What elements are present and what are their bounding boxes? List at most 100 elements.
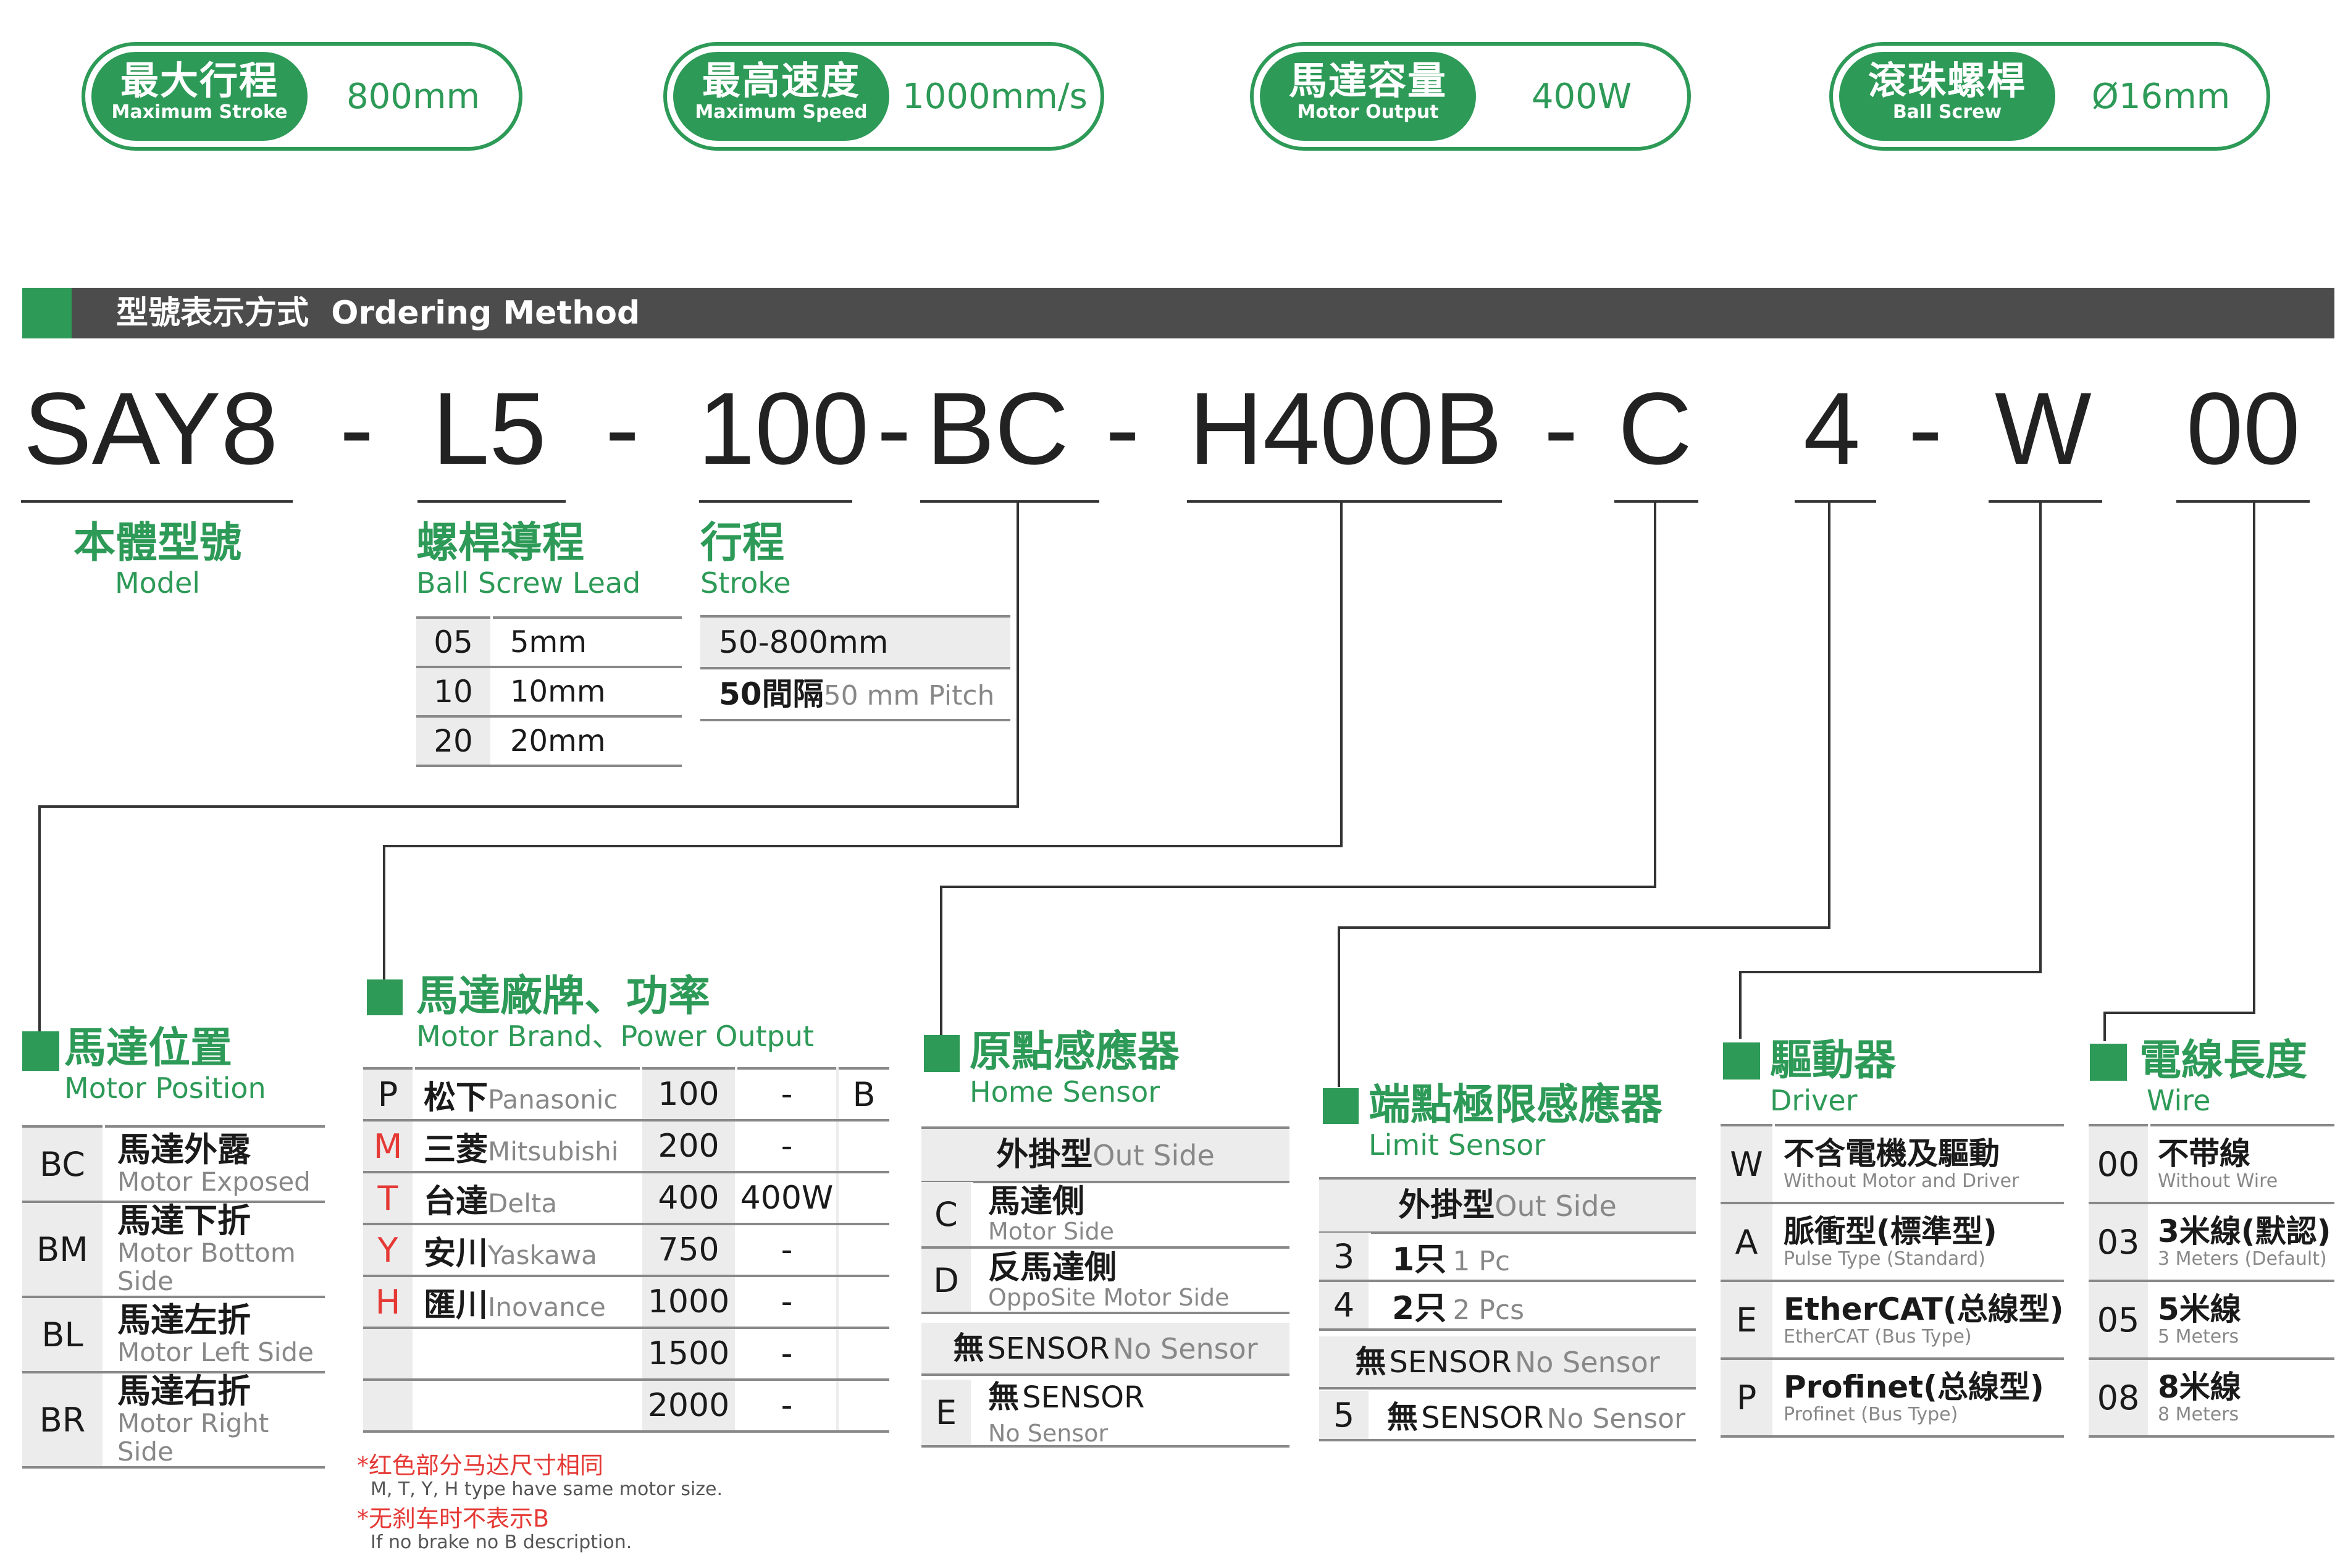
home-no-sensor-head: 無 SENSOR No Sensor bbox=[921, 1323, 1289, 1376]
table-row: P 松下Panasonic 100 - B bbox=[363, 1068, 889, 1121]
spec-value: Ø16mm bbox=[2091, 76, 2231, 117]
connector-line bbox=[1338, 926, 1340, 1087]
motor-position-zh: 馬達左折 bbox=[117, 1301, 251, 1340]
table-row: P Profinet(总線型)Profinet (Bus Type) bbox=[1721, 1359, 2064, 1438]
section-marker bbox=[22, 1031, 59, 1071]
brand-brake bbox=[837, 1120, 889, 1173]
code-underline bbox=[920, 500, 1099, 503]
motor-position-code: BR bbox=[22, 1372, 105, 1469]
section-marker bbox=[924, 1035, 960, 1072]
brand-code: H bbox=[363, 1276, 415, 1329]
lead-value: 10mm bbox=[492, 667, 682, 718]
brand-watt: - bbox=[736, 1276, 839, 1329]
code-motor-position: BC bbox=[926, 372, 1069, 486]
brand-en: Yaskawa bbox=[488, 1239, 597, 1270]
note-red-zh: *红色部分马达尺寸相同 bbox=[357, 1452, 604, 1479]
brand-watt: - bbox=[736, 1328, 839, 1381]
wire-code: 03 bbox=[2089, 1203, 2150, 1282]
code-underline bbox=[699, 500, 852, 503]
connector-line bbox=[1654, 501, 1656, 888]
wire-zh: 不带線 bbox=[2158, 1136, 2250, 1172]
connector-line bbox=[2103, 1012, 2255, 1014]
home-sensor-code: C bbox=[921, 1182, 973, 1249]
table-row: M 三菱Mitsubishi 200 - bbox=[363, 1120, 889, 1173]
connector-line bbox=[383, 845, 385, 981]
brand-name bbox=[414, 1380, 642, 1433]
connector-line bbox=[383, 845, 1343, 847]
brand-code bbox=[363, 1380, 415, 1433]
brand-zh: 安川 bbox=[424, 1235, 488, 1272]
lead-code: 20 bbox=[416, 716, 493, 767]
head-en: Out Side bbox=[1092, 1139, 1215, 1172]
brand-en: Panasonic bbox=[488, 1084, 618, 1115]
brand-notes: *红色部分马达尺寸相同 M, T, Y, H type have same mo… bbox=[357, 1453, 723, 1554]
brand-code: P bbox=[363, 1068, 415, 1121]
limit-sensor-code: 5 bbox=[1319, 1391, 1371, 1441]
connector-line bbox=[2039, 501, 2042, 973]
section-marker bbox=[2090, 1044, 2127, 1081]
brand-brake bbox=[837, 1224, 889, 1277]
code-underline bbox=[1614, 500, 1698, 503]
lead-value: 5mm bbox=[492, 618, 682, 668]
limit-sensor-title-zh: 端點極限感應器 bbox=[1369, 1081, 1663, 1130]
home-sensor-title-zh: 原點感應器 bbox=[970, 1028, 1180, 1076]
home-sensor-head: 外掛型Out Side bbox=[921, 1126, 1289, 1183]
section-marker bbox=[367, 979, 403, 1015]
motor-position-code: BC bbox=[22, 1126, 105, 1203]
brand-name bbox=[414, 1328, 642, 1381]
connector-line bbox=[2253, 501, 2255, 1014]
brand-zh: 三菱 bbox=[424, 1131, 488, 1168]
limit-sensor-zh: 無 bbox=[1387, 1399, 1418, 1435]
home-sensor-zh: 無 bbox=[988, 1379, 1019, 1415]
limit-sensor-en: 1 Pc bbox=[1453, 1245, 1511, 1277]
wire-zh: 8米線 bbox=[2158, 1369, 2241, 1405]
motor-position-label: 馬達位置 Motor Position bbox=[64, 1025, 266, 1105]
brand-brake bbox=[837, 1328, 889, 1381]
stroke-label: 行程 Stroke bbox=[700, 519, 791, 600]
limit-sensor-head: 外掛型Out Side bbox=[1319, 1177, 1696, 1234]
wire-zh: 5米線 bbox=[2158, 1291, 2241, 1327]
connector-line bbox=[1828, 501, 1830, 929]
limit-sensor-en: 2 Pcs bbox=[1453, 1294, 1524, 1326]
code-brand: H400B bbox=[1189, 372, 1503, 486]
no-sensor-en2: No Sensor bbox=[1514, 1346, 1660, 1379]
table-row: 2000 - bbox=[363, 1380, 889, 1433]
stroke-pitch-zh: 50間隔 bbox=[719, 676, 824, 712]
table-row: 10 10mm bbox=[416, 667, 682, 718]
brand-label: 馬達廠牌、功率 Motor Brand、Power Output bbox=[416, 973, 815, 1053]
code-underline bbox=[1989, 500, 2102, 503]
table-row: 05 5mm bbox=[416, 618, 682, 668]
driver-label: 驅動器 Driver bbox=[1770, 1038, 1896, 1117]
stroke-title-zh: 行程 bbox=[700, 519, 785, 568]
brand-watt: - bbox=[736, 1120, 839, 1173]
limit-sensor-code: 4 bbox=[1319, 1281, 1371, 1331]
head-zh: 外掛型 bbox=[1398, 1187, 1495, 1224]
home-sensor-sub: No Sensor bbox=[988, 1420, 1109, 1447]
brand-power: 2000 bbox=[641, 1380, 737, 1433]
motor-position-zh: 馬達下折 bbox=[117, 1201, 251, 1240]
brand-power: 100 bbox=[641, 1068, 737, 1121]
driver-title-zh: 驅動器 bbox=[1770, 1036, 1897, 1085]
limit-sensor-sub: No Sensor bbox=[1546, 1403, 1686, 1435]
lead-title-zh: 螺桿導程 bbox=[416, 519, 585, 568]
brand-brake: B bbox=[837, 1068, 889, 1121]
connector-line bbox=[1739, 971, 1742, 1039]
motor-position-en: Motor Left Side bbox=[117, 1337, 314, 1367]
header-accent bbox=[22, 288, 72, 338]
brand-title-en: Motor Brand、Power Output bbox=[416, 1020, 815, 1053]
code-limit: 4 bbox=[1803, 372, 1861, 486]
home-sensor-zh: 反馬達側 bbox=[988, 1249, 1117, 1286]
code-dash: - bbox=[1105, 372, 1140, 486]
model-label: 本體型號 Model bbox=[62, 520, 253, 600]
code-lead: L5 bbox=[432, 372, 547, 486]
connector-line bbox=[940, 886, 1656, 888]
wire-code: 08 bbox=[2089, 1359, 2150, 1438]
table-row: E EtherCAT(总線型)EtherCAT (Bus Type) bbox=[1721, 1281, 2064, 1360]
